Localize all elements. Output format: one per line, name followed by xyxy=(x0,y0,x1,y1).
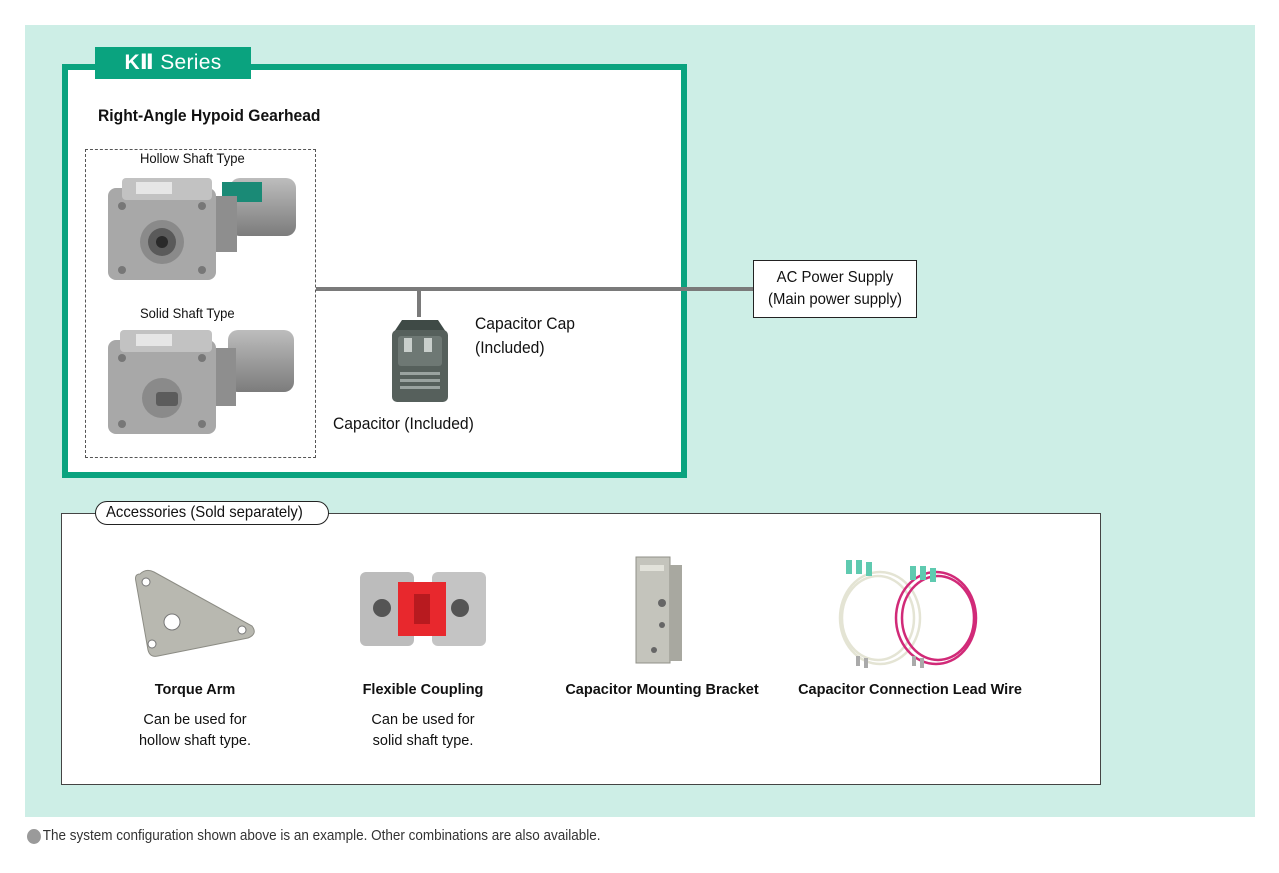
accessories-box xyxy=(61,513,1101,785)
series-name: Series xyxy=(160,51,222,74)
series-tab: KⅡ Series xyxy=(95,47,251,79)
accessories-tab: Accessories (Sold separately) xyxy=(95,501,329,525)
power-line xyxy=(316,287,756,291)
flexible-coupling-icon xyxy=(360,572,486,646)
bullet-icon xyxy=(27,828,41,844)
mounting-bracket-icon xyxy=(635,556,682,664)
accessory-name: Flexible Coupling xyxy=(362,682,484,698)
accessory-name: Torque Arm xyxy=(154,682,236,698)
hollow-shaft-gearmotor-icon xyxy=(108,178,296,280)
capacitor-cap-line2: (Included) xyxy=(475,338,545,357)
accessory-note: Can be used for solid shaft type. xyxy=(371,712,475,749)
footnote-text: The system configuration shown above is … xyxy=(42,828,601,844)
torque-arm-icon xyxy=(135,569,255,657)
ac-power-supply-box: AC Power Supply (Main power supply) xyxy=(753,260,917,318)
gearhead-group-outline xyxy=(85,149,316,458)
accessory-name: Capacitor Connection Lead Wire xyxy=(798,682,1022,698)
accessory-note: Can be used for hollow shaft type. xyxy=(138,712,252,749)
lead-wire-icon xyxy=(838,560,978,668)
solid-shaft-gearmotor-icon xyxy=(108,330,294,434)
solid-shaft-label: Solid Shaft Type xyxy=(140,305,235,321)
hollow-shaft-label: Hollow Shaft Type xyxy=(140,150,245,166)
series-mark: KⅡ xyxy=(124,51,155,74)
accessory-name: Capacitor Mounting Bracket xyxy=(565,682,759,698)
power-line2: (Main power supply) xyxy=(768,291,902,308)
gearhead-title: Right-Angle Hypoid Gearhead xyxy=(98,106,321,125)
capacitor-cap-label: Capacitor Cap (Included) xyxy=(475,312,575,360)
power-line1: AC Power Supply xyxy=(776,269,894,286)
capacitor-label: Capacitor (Included) xyxy=(333,414,474,433)
capacitor-cap-line1: Capacitor Cap xyxy=(475,314,575,333)
capacitor-drop-line xyxy=(417,287,421,317)
capacitor-icon xyxy=(392,320,448,402)
footnote: The system configuration shown above is … xyxy=(27,828,600,844)
